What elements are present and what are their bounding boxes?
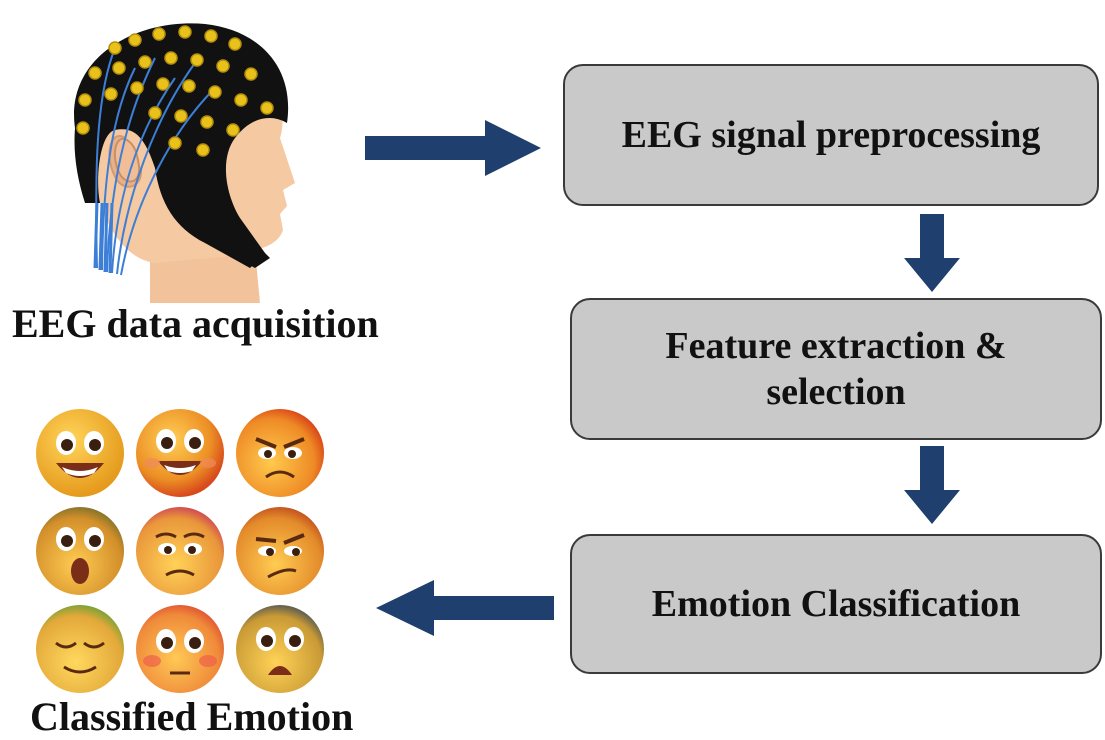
- emotion-classification-step-label: Emotion Classification: [651, 582, 1021, 625]
- angry-emoji-icon: [236, 409, 324, 497]
- down-arrow-icon: [904, 214, 960, 292]
- feature-extraction-step-label: Feature extraction & selection: [665, 323, 1006, 416]
- eeg-head-illustration: [74, 23, 295, 303]
- surprised-emoji-icon: [36, 507, 124, 595]
- feature-extraction-line-2: selection: [766, 371, 906, 413]
- scared-emoji-icon: [236, 605, 324, 693]
- sad-emoji-icon: [136, 507, 224, 595]
- grinning-emoji-icon: [136, 409, 224, 497]
- blushing-emoji-icon: [136, 605, 224, 693]
- down-arrow-icon: [904, 446, 960, 524]
- eeg-data-acquisition-label: EEG data acquisition: [12, 301, 379, 346]
- annoyed-emoji-icon: [236, 507, 324, 595]
- preprocessing-step-label: EEG signal preprocessing: [621, 113, 1041, 156]
- emotion-classification-step-box: Emotion Classification: [570, 534, 1102, 674]
- right-arrow-icon: [365, 120, 541, 176]
- emotion-faces-grid: [36, 409, 324, 693]
- happy-emoji-icon: [36, 409, 124, 497]
- classified-emotion-label: Classified Emotion: [30, 694, 354, 739]
- left-arrow-icon: [376, 580, 554, 636]
- preprocessing-step-box: EEG signal preprocessing: [563, 64, 1099, 206]
- feature-extraction-line-1: Feature extraction &: [665, 324, 1007, 367]
- calm-emoji-icon: [36, 605, 124, 693]
- feature-extraction-step-box: Feature extraction & selection: [570, 298, 1102, 440]
